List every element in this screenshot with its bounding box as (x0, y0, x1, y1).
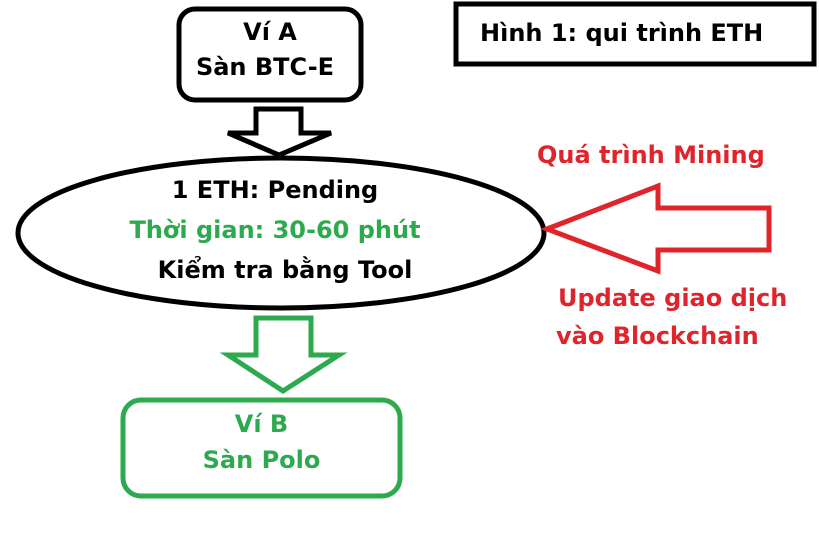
wallet-b-exchange: Sàn Polo (202, 446, 321, 474)
wallet-a-box (176, 6, 364, 103)
wallet-b-box (120, 397, 403, 499)
update-label-line1: Update giao dịch (558, 284, 788, 312)
title-box (453, 1, 817, 67)
arrow-down-green (219, 315, 348, 394)
mining-label: Quá trình Mining (537, 141, 765, 169)
wallet-a-exchange: Sàn BTC-E (195, 53, 335, 81)
wallet-a-name: Ví A (243, 18, 297, 46)
wallet-b-name: Ví B (234, 410, 289, 438)
title-text: Hình 1: qui trình ETH (480, 19, 764, 47)
pending-ellipse (15, 155, 547, 311)
update-label-line2: vào Blockchain (556, 322, 759, 350)
pending-check: Kiểm tra bằng Tool (157, 256, 413, 284)
pending-status: 1 ETH: Pending (171, 176, 379, 204)
pending-time: Thời gian: 30-60 phút (129, 216, 421, 244)
arrow-down-black (227, 106, 332, 158)
arrow-left-red (540, 182, 772, 275)
